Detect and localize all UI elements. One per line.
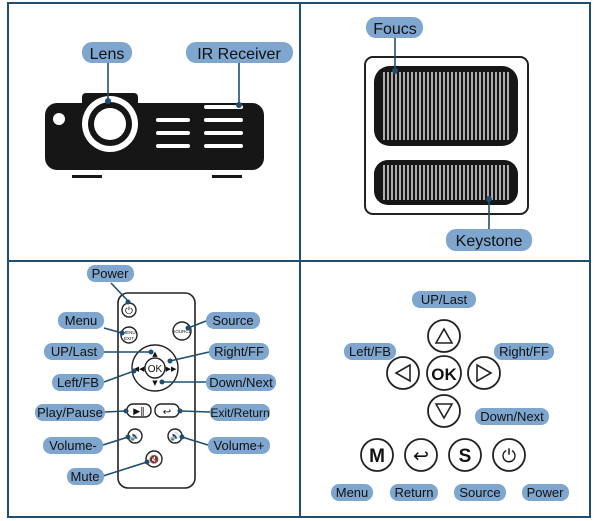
remote-menu-label: Menu [58, 312, 104, 329]
lens-label: Lens [82, 42, 132, 63]
mute-icon: 🔇 [149, 454, 159, 464]
panel-return-label: Return [390, 484, 438, 501]
panel-menu-label: Menu [331, 484, 373, 501]
panel-return-key [404, 438, 438, 472]
panel-down-next-label: Down/Next [475, 408, 549, 425]
remote-source-key-text: SOURCE [172, 329, 191, 334]
svg-text:UP/Last: UP/Last [51, 344, 98, 359]
svg-text:Exit/Return: Exit/Return [210, 406, 269, 420]
projector-body [45, 103, 264, 170]
keystone-label: Keystone [446, 229, 532, 251]
right-triangle-icon [476, 363, 493, 383]
control-panel: OK M ↩ S ⏻ [360, 319, 526, 472]
play-pause-icon: ▶‖ [133, 407, 144, 417]
leader-dot [105, 98, 111, 104]
remote-down-next-label: Down/Next [206, 374, 276, 391]
remote-source-label: Source [206, 312, 260, 329]
remote-volume-minus-label: Volume- [43, 437, 103, 454]
up-arrow-icon: ▲ [152, 350, 158, 358]
panel-ok-key [426, 355, 462, 391]
panel-left-fb-label: Left/FB [344, 343, 396, 360]
remote-mute-key [145, 450, 163, 468]
svg-text:Volume+: Volume+ [214, 438, 265, 453]
remote-right-ff-label: Right/FF [209, 343, 269, 360]
projector-side [364, 56, 529, 215]
svg-text:Down/Next: Down/Next [209, 375, 273, 390]
svg-text:Left/FB: Left/FB [349, 344, 391, 359]
leader-dot [236, 102, 242, 108]
svg-text:Volume-: Volume- [49, 438, 97, 453]
ir-receiver-label: IR Receiver [186, 42, 293, 63]
focus-wheel [374, 66, 518, 146]
fast-forward-icon: ▶▶ [166, 365, 177, 373]
up-triangle-icon [434, 327, 454, 344]
panel-up-last-label: UP/Last [412, 291, 476, 308]
remote-play-pause-label: Play/Pause [35, 404, 105, 421]
panel-source-label: Source [454, 484, 506, 501]
remote-mute-label: Mute [67, 468, 104, 485]
projector-front [45, 93, 264, 178]
svg-text:Power: Power [92, 266, 130, 281]
panel-power-label: Power [522, 484, 569, 501]
remote-menu-key-text: MENU [122, 330, 135, 335]
focus-label: Foucs [366, 17, 423, 38]
left-triangle-icon [394, 363, 411, 383]
panel-source-key [448, 438, 482, 472]
svg-text:IR Receiver: IR Receiver [197, 46, 281, 63]
svg-text:Down/Next: Down/Next [480, 409, 544, 424]
return-icon: ↩ [163, 407, 171, 418]
down-triangle-icon [434, 403, 454, 420]
keystone-wheel [374, 160, 518, 205]
leader-dot [486, 196, 492, 202]
remote-volume-plus-label: Volume+ [208, 437, 270, 454]
projector-foot-right [212, 175, 242, 178]
remote-leaders [102, 282, 211, 477]
projector-indicator-icon [53, 113, 65, 125]
lens-glass-icon [94, 108, 126, 140]
svg-text:Keystone: Keystone [456, 233, 523, 250]
svg-text:Menu: Menu [336, 485, 369, 500]
svg-text:Source: Source [459, 485, 500, 500]
svg-text:Right/FF: Right/FF [499, 344, 549, 359]
power-icon: ⏻ [125, 306, 133, 317]
svg-text:Menu: Menu [65, 313, 98, 328]
svg-text:Source: Source [212, 313, 253, 328]
rewind-icon: ◀◀ [134, 365, 145, 373]
svg-text:Lens: Lens [90, 46, 125, 63]
return-icon: ↩ [413, 445, 429, 467]
projector-foot-left [72, 175, 102, 178]
panel-source-key-text: S [459, 446, 472, 467]
panel-right-ff-label: Right/FF [494, 343, 554, 360]
svg-text:Foucs: Foucs [373, 21, 417, 38]
panel-up-key [427, 319, 461, 353]
remote-ok-key [144, 357, 166, 379]
svg-text:Power: Power [527, 485, 565, 500]
remote-up-last-label: UP/Last [44, 343, 104, 360]
remote-left-fb-label: Left/FB [52, 374, 104, 391]
panel-menu-key-text: M [369, 446, 385, 467]
remote-control: ⏻ MENU EXIT SOURCE OK ▲ ▼ ◀◀ ▶▶ ▶‖ ↩ 🔉 🔊… [117, 292, 196, 489]
svg-text:Mute: Mute [71, 469, 100, 484]
panel-ok-key-text: OK [431, 365, 457, 384]
power-icon: ⏻ [502, 446, 516, 467]
remote-menu-key-text: EXIT [124, 336, 134, 341]
panel-left-key [386, 356, 420, 390]
panel-menu-key [360, 438, 394, 472]
svg-text:Play/Pause: Play/Pause [37, 405, 103, 420]
svg-text:Right/FF: Right/FF [214, 344, 264, 359]
remote-exit-return-label: Exit/Return [210, 404, 270, 421]
svg-text:Left/FB: Left/FB [57, 375, 99, 390]
svg-text:UP/Last: UP/Last [421, 292, 468, 307]
remote-power-label: Power [87, 265, 134, 282]
leader-dot [392, 68, 398, 74]
remote-ok-key-text: OK [148, 364, 163, 375]
panel-right-key [467, 356, 501, 390]
panel-down-key [427, 394, 461, 428]
volume-down-icon: 🔉 [130, 432, 140, 441]
down-arrow-icon: ▼ [152, 379, 158, 387]
svg-text:Return: Return [394, 485, 433, 500]
panel-power-key [492, 438, 526, 472]
volume-up-icon: 🔊 [170, 431, 180, 441]
